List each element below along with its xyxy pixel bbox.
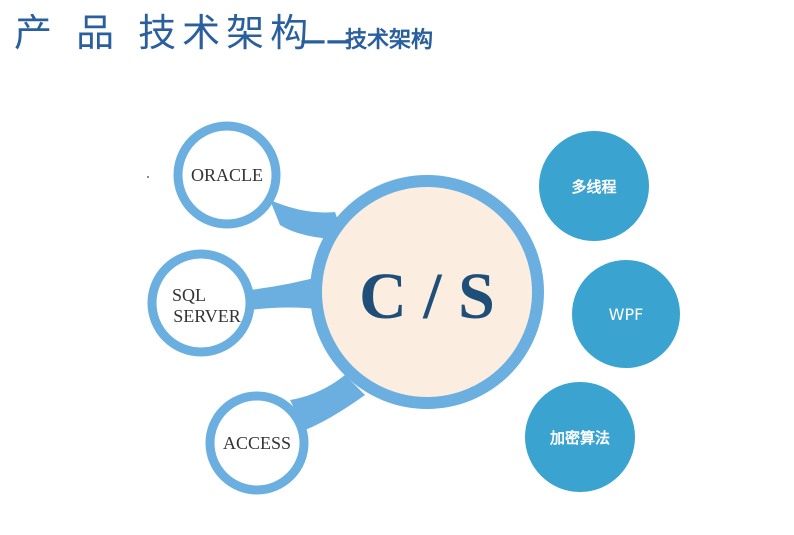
connector-sql (250, 275, 325, 310)
connectors (250, 200, 365, 430)
db-label-server: SERVER (173, 306, 241, 326)
db-label-sql: SQL (172, 285, 206, 305)
page-subtitle: 技术架构 (345, 28, 434, 53)
db-node-oracle: ORACLE (173, 121, 281, 229)
feature-node-wpf: WPF (572, 260, 680, 368)
db-node-access: ACCESS (205, 391, 309, 495)
feature-label-wpf: WPF (609, 305, 644, 324)
page-title: 产 品 技术架构 (14, 11, 315, 55)
center-node: C / S (310, 175, 544, 409)
db-label-access: ACCESS (223, 433, 291, 453)
stray-dot (147, 176, 149, 178)
db-node-sql-server: SQL SERVER (147, 249, 255, 357)
connector-oracle (270, 200, 345, 240)
feature-node-encryption: 加密算法 (525, 382, 635, 492)
feature-node-multithread: 多线程 (539, 131, 649, 241)
connector-access (290, 375, 365, 430)
title-separator: —— (300, 26, 352, 56)
feature-label-multithread: 多线程 (571, 178, 616, 196)
center-label: C / S (359, 260, 495, 333)
feature-label-encryption: 加密算法 (549, 429, 610, 447)
db-label-oracle: ORACLE (191, 165, 263, 185)
